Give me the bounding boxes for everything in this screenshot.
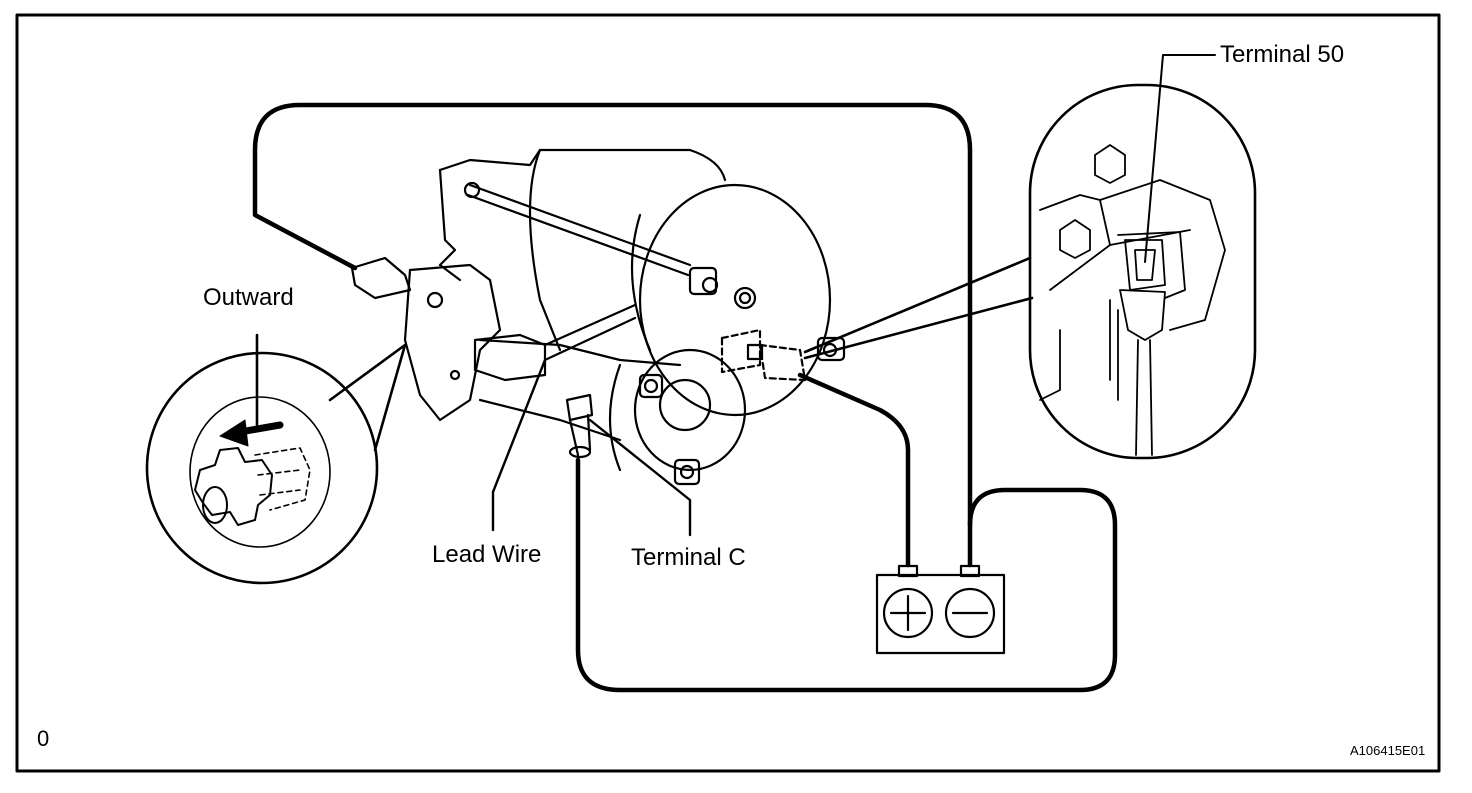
outward-arrow-icon xyxy=(219,419,249,447)
terminal50-callout xyxy=(803,54,1257,460)
battery-negative-icon xyxy=(944,587,996,639)
battery xyxy=(875,564,1006,655)
battery-positive-icon xyxy=(882,587,934,639)
leader-lines xyxy=(491,358,692,537)
outward-label: Outward xyxy=(203,284,294,311)
lead-wire-leader xyxy=(491,358,547,532)
wire-terminal50-to-positive xyxy=(797,372,911,568)
terminal-c-label: Terminal C xyxy=(631,544,746,571)
corner-index-label: 0 xyxy=(37,726,50,751)
wiring xyxy=(252,102,1118,693)
figure-code-label: A106415E01 xyxy=(1350,743,1426,758)
lead-wire-label: Lead Wire xyxy=(432,541,542,568)
wire-negative-to-starter-body xyxy=(252,102,973,568)
pinion-callout xyxy=(145,333,407,585)
terminal-50-label: Terminal 50 xyxy=(1220,41,1345,68)
starter-motor xyxy=(350,148,846,486)
figure-frame xyxy=(15,13,1441,773)
terminal-c-leader xyxy=(588,418,692,537)
wire-terminalc-to-negative xyxy=(575,457,1118,693)
